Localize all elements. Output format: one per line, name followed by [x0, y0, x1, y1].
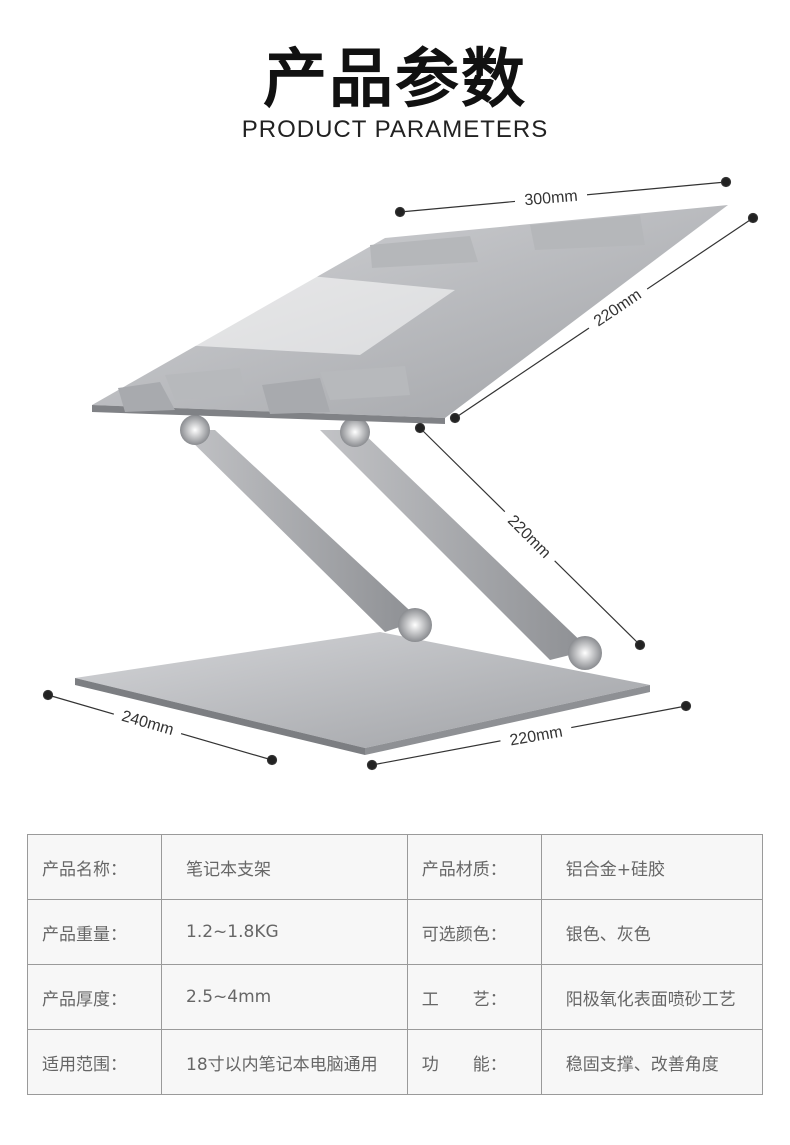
- spec-label: 可选颜色：: [406, 899, 542, 965]
- spec-value: 稳固支撑、改善角度: [540, 1029, 764, 1095]
- spec-value: 铝合金+硅胶: [540, 834, 764, 900]
- spec-label: 产品材质：: [406, 834, 542, 900]
- laptop-stand-illustration: 300mm 220mm 220mm 240mm 220mm: [42, 176, 759, 771]
- spec-label: 产品厚度：: [27, 964, 162, 1030]
- spec-label: 产品名称：: [27, 834, 162, 900]
- spec-label: 功 能：: [406, 1029, 542, 1095]
- stand-arm-right: [320, 430, 590, 660]
- table-row: 产品厚度： 2.5~4mm 工 艺： 阳极氧化表面喷砂工艺: [27, 964, 764, 1030]
- spec-value: 阳极氧化表面喷砂工艺: [540, 964, 764, 1030]
- table-row: 产品重量： 1.2~1.8KG 可选颜色： 银色、灰色: [27, 899, 764, 965]
- stand-base: [75, 632, 650, 748]
- spec-value: 笔记本支架: [161, 834, 408, 900]
- spec-value: 银色、灰色: [540, 899, 764, 965]
- spec-value: 2.5~4mm: [161, 964, 408, 1030]
- table-row: 产品名称： 笔记本支架 产品材质： 铝合金+硅胶: [27, 834, 764, 900]
- spec-value: 1.2~1.8KG: [161, 899, 408, 965]
- spec-label: 工 艺：: [406, 964, 542, 1030]
- table-row: 适用范围： 18寸以内笔记本电脑通用 功 能： 稳固支撑、改善角度: [27, 1029, 764, 1095]
- page-title: 产品参数: [263, 43, 527, 117]
- spec-label: 产品重量：: [27, 899, 162, 965]
- spec-value: 18寸以内笔记本电脑通用: [161, 1029, 408, 1095]
- page-subtitle: PRODUCT PARAMETERS: [241, 116, 549, 143]
- spec-table: 产品名称： 笔记本支架 产品材质： 铝合金+硅胶 产品重量： 1.2~1.8KG…: [27, 834, 764, 1095]
- spec-label: 适用范围：: [27, 1029, 162, 1095]
- dim-top-width: 300mm: [524, 188, 579, 210]
- stand-arm-left: [180, 430, 420, 632]
